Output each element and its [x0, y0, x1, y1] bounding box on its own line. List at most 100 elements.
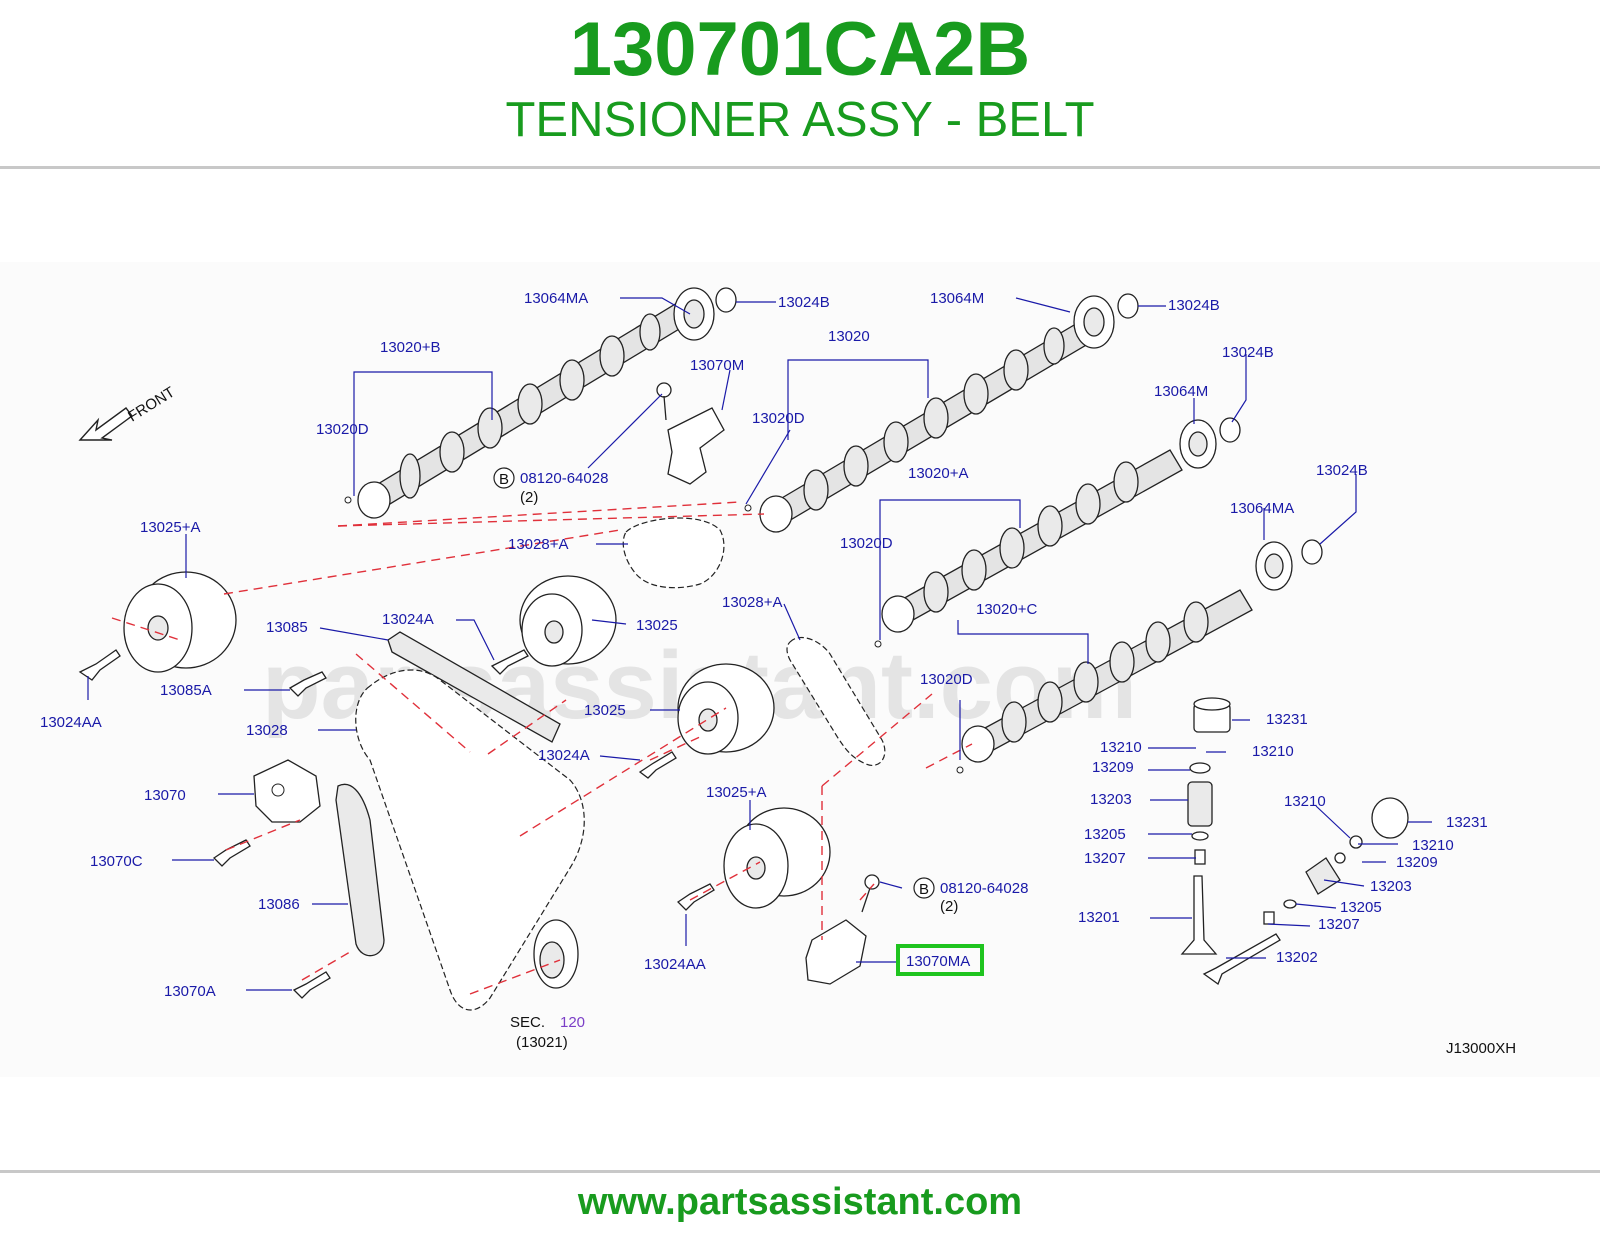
label-13070a: 13070A — [164, 983, 216, 1000]
label-13024b-right: 13024B — [1316, 462, 1368, 479]
label-13025-1: 13025 — [636, 617, 678, 634]
chain-13028a-2 — [786, 637, 886, 766]
label-sec-number: 120 — [560, 1014, 585, 1031]
label-13025a-top: 13025+A — [140, 519, 200, 536]
leader-lines — [87, 297, 1432, 991]
bolt-symbol-2: B — [919, 881, 929, 898]
label-13020d-b: 13020D — [752, 410, 805, 427]
label-13202: 13202 — [1276, 949, 1318, 966]
label-13201: 13201 — [1078, 909, 1120, 926]
crank-sprocket-13021 — [533, 919, 579, 989]
sprocket-13025a-bottom — [723, 807, 831, 909]
valve-spring-13203-2 — [1283, 835, 1363, 909]
label-13020b: 13020+B — [380, 339, 440, 356]
label-13070: 13070 — [144, 787, 186, 804]
tensioner-13070 — [253, 759, 321, 823]
label-13024aa-1: 13024AA — [40, 714, 102, 731]
part-labels: 13064MA 13024B 13064M 13024B 13020+B 130… — [40, 290, 1516, 1057]
label-13210-4: 13210 — [1412, 837, 1454, 854]
valve-spring-13203-1 — [1187, 762, 1213, 865]
slack-guide-13086 — [335, 783, 385, 957]
label-13203-2: 13203 — [1370, 878, 1412, 895]
camshaft-13020a — [874, 449, 1183, 648]
label-13209-2: 13209 — [1396, 854, 1438, 871]
figure-code: J13000XH — [1446, 1040, 1516, 1057]
valve-13202 — [1202, 911, 1281, 986]
label-13070ma: 13070MA — [906, 953, 970, 970]
label-13207-2: 13207 — [1318, 916, 1360, 933]
label-13210-1: 13210 — [1100, 739, 1142, 756]
sprocket-13025-2 — [677, 663, 775, 755]
valve-lifter-13231-1 — [1193, 697, 1231, 733]
label-13064ma-right: 13064MA — [1230, 500, 1294, 517]
highlight-box — [896, 944, 984, 976]
label-13064ma-top: 13064MA — [524, 290, 588, 307]
label-13021: (13021) — [516, 1034, 568, 1051]
front-arrow-icon — [78, 407, 133, 441]
bolt-13024aa-left — [78, 649, 121, 681]
bolt-13070c — [212, 839, 251, 867]
label-13020a: 13020+A — [908, 465, 968, 482]
label-13207-1: 13207 — [1084, 850, 1126, 867]
bolt-callout-1: B — [493, 467, 515, 489]
sprocket-13025-1 — [519, 575, 617, 667]
label-13210-2: 13210 — [1252, 743, 1294, 760]
tensioner-13070m — [656, 382, 725, 485]
label-13024a-2: 13024A — [538, 747, 590, 764]
timing-chain-13028 — [355, 669, 585, 1011]
part-number-title: 130701CA2B — [569, 7, 1031, 92]
label-13231-2: 13231 — [1446, 814, 1488, 831]
footer-website-link[interactable]: www.partsassistant.com — [577, 1181, 1023, 1223]
label-13020c: 13020+C — [976, 601, 1037, 618]
label-13028a-1: 13028+A — [508, 536, 568, 553]
sprocket-13064m-top — [1073, 293, 1139, 349]
label-sec: SEC. — [510, 1014, 545, 1031]
label-13020d-c: 13020D — [840, 535, 893, 552]
label-13085a: 13085A — [160, 682, 212, 699]
valve-lifter-13231-2 — [1371, 797, 1409, 839]
label-13024b-top1: 13024B — [778, 294, 830, 311]
sprocket-13064m-mid — [1179, 417, 1241, 469]
label-bolt1-qty: (2) — [520, 489, 538, 506]
label-13020d-a: 13020D — [316, 421, 369, 438]
label-13024b-mid: 13024B — [1222, 344, 1274, 361]
tensioner-13070ma — [805, 874, 880, 985]
sprocket-13064ma-right — [1255, 539, 1323, 591]
label-13020: 13020 — [828, 328, 870, 345]
label-13085: 13085 — [266, 619, 308, 636]
bolt-13085a — [288, 671, 327, 697]
bolt-13024a-2 — [638, 751, 677, 779]
camshaft-13020c — [956, 589, 1253, 774]
label-13070m: 13070M — [690, 357, 744, 374]
alignment-dashes — [111, 501, 973, 995]
part-name-subtitle: TENSIONER ASSY - BELT — [505, 93, 1095, 147]
label-13020d-d: 13020D — [920, 671, 973, 688]
label-13024b-top2: 13024B — [1168, 297, 1220, 314]
label-bolt2-number: 08120-64028 — [940, 880, 1028, 897]
chain-13028a-1 — [622, 517, 725, 589]
bolt-callout-2: B — [913, 877, 935, 899]
label-13025a-bot: 13025+A — [706, 784, 766, 801]
bolt-symbol-1: B — [499, 471, 509, 488]
footer-divider — [0, 1170, 1600, 1173]
label-13064m-mid: 13064M — [1154, 383, 1208, 400]
label-13209-1: 13209 — [1092, 759, 1134, 776]
label-13028a-2: 13028+A — [722, 594, 782, 611]
label-13024aa-2: 13024AA — [644, 956, 706, 973]
label-bolt2-qty: (2) — [940, 898, 958, 915]
label-13064m-top: 13064M — [930, 290, 984, 307]
timing-guide-13085 — [387, 631, 561, 743]
label-13203-1: 13203 — [1090, 791, 1132, 808]
label-13070c: 13070C — [90, 853, 143, 870]
label-13028: 13028 — [246, 722, 288, 739]
header-divider — [0, 166, 1600, 169]
sprocket-13025a-left — [123, 571, 237, 673]
label-13205-1: 13205 — [1084, 826, 1126, 843]
bolt-13070a — [292, 971, 331, 999]
label-13231-1: 13231 — [1266, 711, 1308, 728]
valve-13201 — [1180, 875, 1218, 955]
label-13086: 13086 — [258, 896, 300, 913]
sprocket-13064ma-top — [673, 287, 737, 341]
label-bolt1-number: 08120-64028 — [520, 470, 608, 487]
